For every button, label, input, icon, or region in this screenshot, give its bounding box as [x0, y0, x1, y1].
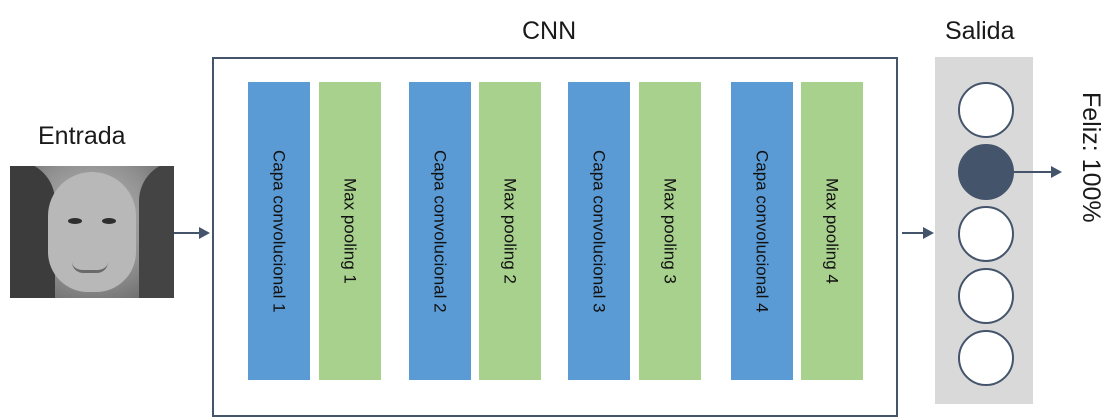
arrow-input-head — [199, 227, 210, 239]
layer-pool-4: Max pooling 4 — [801, 82, 863, 380]
face-mouth — [72, 262, 108, 273]
cnn-box — [212, 57, 898, 417]
output-neuron-4 — [958, 268, 1014, 324]
arrow-input-line — [174, 232, 200, 234]
layer-conv-1: Capa convolucional 1 — [248, 82, 310, 380]
output-title: Salida — [945, 17, 1015, 45]
output-neuron-1 — [958, 82, 1014, 138]
layer-label: Capa convolucional 4 — [752, 149, 772, 313]
face-skin — [48, 172, 136, 292]
output-neuron-2-active — [958, 144, 1014, 200]
face-eye-left — [68, 218, 82, 224]
layer-label: Capa convolucional 1 — [269, 149, 289, 313]
face-hair-right — [139, 166, 174, 298]
arrow-output-head — [923, 227, 934, 239]
result-label: Feliz: 100% — [1077, 92, 1105, 223]
layer-pool-3: Max pooling 3 — [639, 82, 701, 380]
layer-conv-2: Capa convolucional 2 — [409, 82, 471, 380]
layer-label: Max pooling 1 — [340, 178, 360, 284]
arrow-result-head — [1051, 166, 1062, 178]
input-title: Entrada — [38, 122, 126, 150]
arrow-output-line — [902, 232, 924, 234]
cnn-title-text: CNN — [522, 17, 577, 45]
output-neuron-5 — [958, 330, 1014, 386]
layer-pool-2: Max pooling 2 — [479, 82, 541, 380]
layer-label: Capa convolucional 2 — [430, 149, 450, 313]
output-neuron-3 — [958, 206, 1014, 262]
layer-label: Max pooling 3 — [660, 178, 680, 284]
input-face-image — [10, 166, 174, 298]
layer-conv-3: Capa convolucional 3 — [568, 82, 630, 380]
layer-conv-4: Capa convolucional 4 — [731, 82, 793, 380]
layer-label: Max pooling 2 — [500, 178, 520, 284]
face-hair-left — [10, 166, 55, 298]
arrow-result-line — [1014, 171, 1052, 173]
face-eye-right — [102, 218, 116, 224]
layer-label: Capa convolucional 3 — [589, 149, 609, 313]
layer-label: Max pooling 4 — [822, 178, 842, 284]
layer-pool-1: Max pooling 1 — [319, 82, 381, 380]
